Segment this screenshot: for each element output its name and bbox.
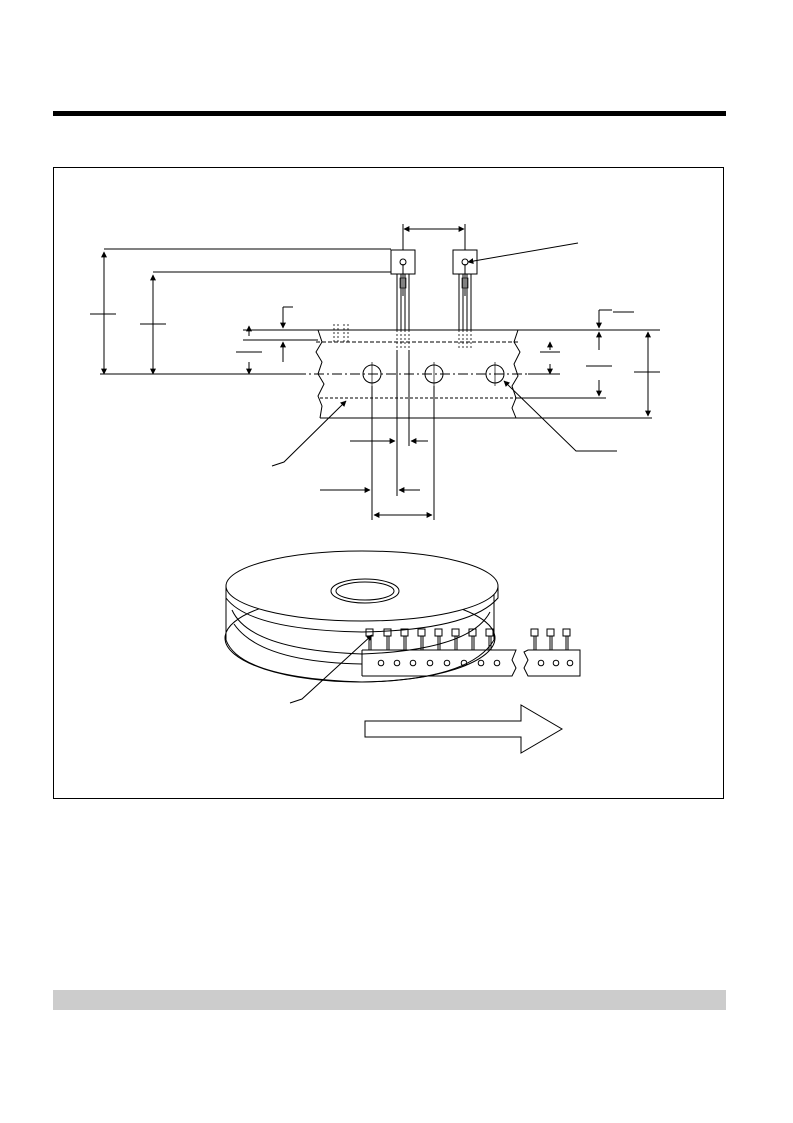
component-bodies — [333, 249, 478, 350]
tape-reel — [224, 550, 499, 683]
tape-strip — [289, 628, 581, 704]
strip-holes — [377, 659, 501, 667]
figure-frame — [53, 167, 724, 799]
right-arrow-icon — [364, 704, 563, 754]
dimension-lines — [90, 224, 660, 520]
header-rule — [53, 111, 726, 116]
leader-lines — [271, 242, 617, 467]
strip-components — [365, 628, 494, 650]
footer-band — [53, 990, 726, 1010]
reel-top-flange — [225, 550, 499, 622]
carrier-tape-top-view — [296, 329, 652, 419]
